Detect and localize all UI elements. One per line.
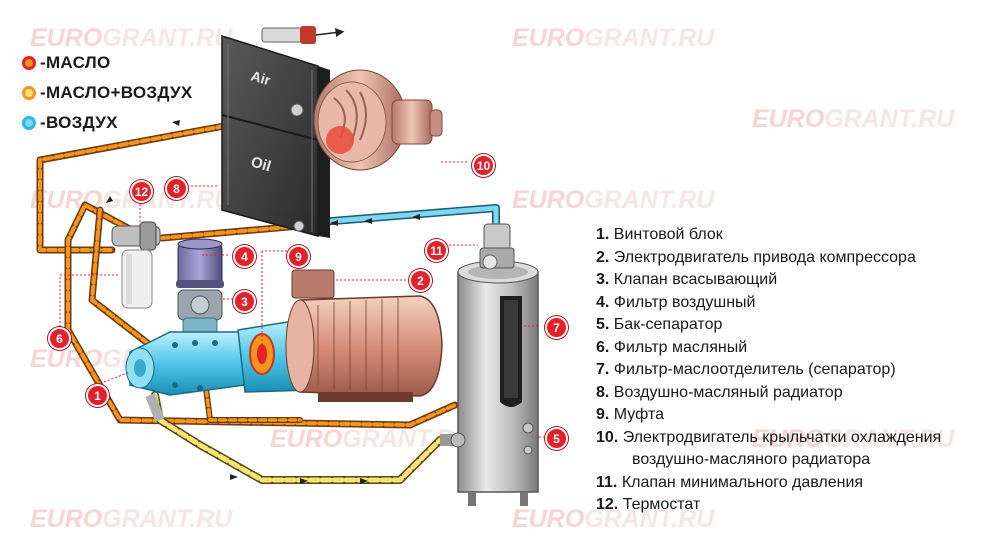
part-item-10-continuation: воздушно-масляного радиатора xyxy=(632,451,871,468)
part-item-10: 10. Электродвигатель крыльчатки охлажден… xyxy=(596,428,942,446)
badge-9: 9 xyxy=(287,245,310,268)
flow-arrows xyxy=(106,120,420,484)
badge-3: 3 xyxy=(233,290,256,313)
air-filter xyxy=(176,238,224,288)
part-item-5: 5. Бак-сепаратор xyxy=(596,316,723,333)
part-item-3: 3. Клапан всасывающий xyxy=(596,271,778,288)
watermark: EUROGRANT.RU xyxy=(752,105,955,133)
intake-valve xyxy=(177,289,223,335)
part-item-4: 4. Фильтр воздушный xyxy=(596,293,756,311)
watermark: EUROGRANT.RU xyxy=(512,505,715,533)
badge-11: 11 xyxy=(425,239,448,262)
parts-list: 1. Винтовой блок 2. Электродвигатель при… xyxy=(596,224,996,517)
watermark: EUROGRANT.RU xyxy=(270,425,473,453)
badge-7: 7 xyxy=(545,316,568,339)
part-item-6: 6. Фильтр масляный xyxy=(596,338,748,356)
radiator: Air Oil xyxy=(221,34,330,238)
part-item-2: 2. Электродвигатель привода компрессора xyxy=(596,248,916,266)
legend-label: -МАСЛО xyxy=(40,53,111,72)
cooling-fan xyxy=(313,69,443,171)
badge-10: 10 xyxy=(472,154,495,177)
legend-label: -МАСЛО+ВОЗДУХ xyxy=(40,83,193,102)
radiator-oil-label: Oil xyxy=(249,154,273,176)
screw-block xyxy=(125,331,251,422)
watermark: EUROGRANT.RU xyxy=(512,24,715,52)
badge-12: 12 xyxy=(130,180,153,203)
oil-air-legend-dot xyxy=(22,86,36,100)
legend-item-air: -ВОЗДУХ xyxy=(22,108,192,138)
air-outlet-valve xyxy=(261,26,345,44)
oil-filter xyxy=(121,249,153,309)
legend-item-oil: -МАСЛО xyxy=(22,48,192,78)
part-item-8: 8. Воздушно-масляный радиатор xyxy=(596,383,843,401)
oil-legend-dot xyxy=(22,56,36,70)
legend: -МАСЛО -МАСЛО+ВОЗДУХ -ВОЗДУХ xyxy=(22,48,192,138)
part-item-11: 11. Клапан минимального давления xyxy=(596,473,864,491)
main-motor xyxy=(285,269,443,402)
part-item-7: 7. Фильтр-маслоотделитель (сепаратор) xyxy=(596,361,896,378)
separator-tank xyxy=(440,260,539,506)
badge-5: 5 xyxy=(545,427,568,450)
watermark: EUROGRANT.RU xyxy=(752,425,955,453)
part-item-9: 9. Муфта xyxy=(596,406,664,423)
watermark: EUROGRANT.RU xyxy=(30,505,233,533)
badge-6: 6 xyxy=(48,327,71,350)
badge-2: 2 xyxy=(409,269,432,292)
part-item-1: 1. Винтовой блок xyxy=(596,226,723,243)
thermostat xyxy=(111,221,161,251)
watermark: EUROGRANT.RU xyxy=(30,24,233,52)
air-legend-dot xyxy=(22,116,36,130)
min-pressure-valve xyxy=(479,223,515,270)
oil-air-lines xyxy=(151,391,462,484)
badge-1: 1 xyxy=(86,384,109,407)
radiator-air-label: Air xyxy=(249,68,273,89)
badge-8: 8 xyxy=(165,177,188,200)
watermark: EUROGRANT.RU xyxy=(512,186,715,214)
legend-label: -ВОЗДУХ xyxy=(40,113,118,132)
legend-item-oil-air: -МАСЛО+ВОЗДУХ xyxy=(22,78,192,108)
badge-4: 4 xyxy=(233,245,256,268)
part-item-12: 12. Термостат xyxy=(596,496,701,513)
